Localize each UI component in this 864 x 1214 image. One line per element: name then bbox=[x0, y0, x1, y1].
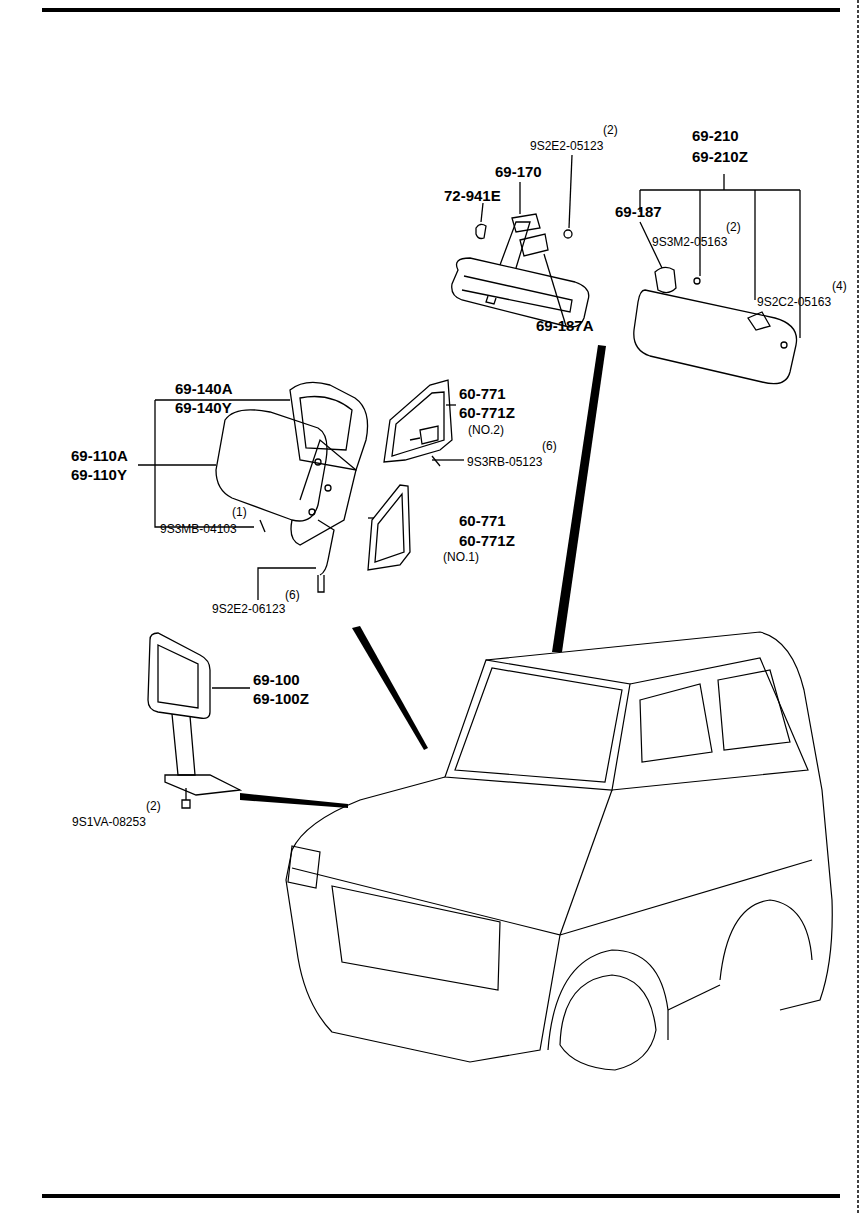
bolt-code: 9S2E2-05123 bbox=[530, 139, 603, 153]
part-number: 69-140A bbox=[175, 380, 233, 398]
part-number: 72-941E bbox=[444, 187, 501, 205]
quantity-number: (2) bbox=[146, 799, 161, 813]
quantity-number: (1) bbox=[232, 505, 247, 519]
part-number: 69-187A bbox=[536, 317, 594, 335]
part-number: 69-187 bbox=[615, 203, 662, 221]
part-number: 69-140Y bbox=[175, 399, 232, 417]
quantity-number: (2) bbox=[726, 220, 741, 234]
position-note: (NO.1) bbox=[443, 550, 479, 564]
bolt-code: 9S3MB-04103 bbox=[160, 522, 237, 536]
part-number: 60-771Z bbox=[459, 404, 515, 422]
quantity-number: (2) bbox=[603, 123, 618, 137]
part-number: 69-210 bbox=[692, 127, 739, 145]
bolt-code: 9S1VA-08253 bbox=[72, 815, 146, 829]
part-number: 60-771 bbox=[459, 385, 506, 403]
part-number: 69-100 bbox=[253, 671, 300, 689]
part-number: 69-110A bbox=[71, 447, 128, 465]
quantity-number: (6) bbox=[285, 588, 300, 602]
quantity-number: (6) bbox=[542, 439, 557, 453]
part-number: 60-771Z bbox=[459, 532, 515, 550]
part-number: 69-210Z bbox=[692, 148, 748, 166]
part-number: 69-170 bbox=[495, 163, 542, 181]
bolt-code: 9S2C2-05163 bbox=[757, 295, 831, 309]
position-note: (NO.2) bbox=[468, 423, 504, 437]
part-number: 60-771 bbox=[459, 512, 506, 530]
bolt-code: 9S2E2-06123 bbox=[212, 602, 285, 616]
quantity-number: (4) bbox=[832, 279, 847, 293]
part-number: 69-110Y bbox=[71, 466, 127, 484]
part-number: 69-100Z bbox=[253, 690, 309, 708]
bolt-code: 9S3RB-05123 bbox=[467, 455, 542, 469]
bolt-code: 9S3M2-05163 bbox=[652, 235, 727, 249]
